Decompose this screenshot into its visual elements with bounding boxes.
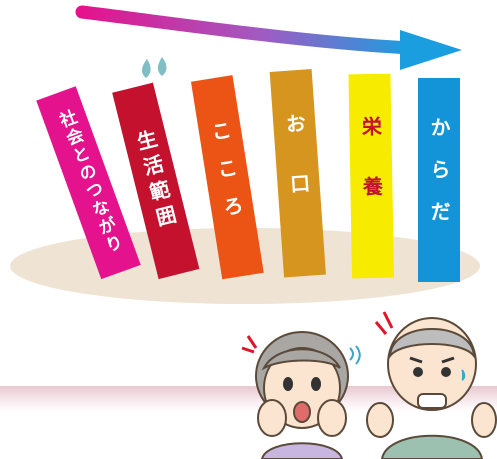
bar-label: こころ	[206, 119, 249, 236]
bar-label: お口	[281, 112, 314, 234]
bar-label: からだ	[427, 117, 451, 243]
bar-nutrition: 栄養	[348, 73, 394, 279]
elderly-man-figure	[366, 311, 497, 459]
bar-body: からだ	[418, 78, 460, 282]
bar-label: 生活範囲	[131, 127, 180, 235]
bar-label: 社会とのつながり	[53, 107, 125, 258]
elderly-woman-figure	[241, 331, 361, 459]
sweat-drop-icon	[141, 57, 167, 78]
bar-label: 栄養	[358, 115, 385, 237]
arrow-right-icon	[75, 5, 462, 70]
